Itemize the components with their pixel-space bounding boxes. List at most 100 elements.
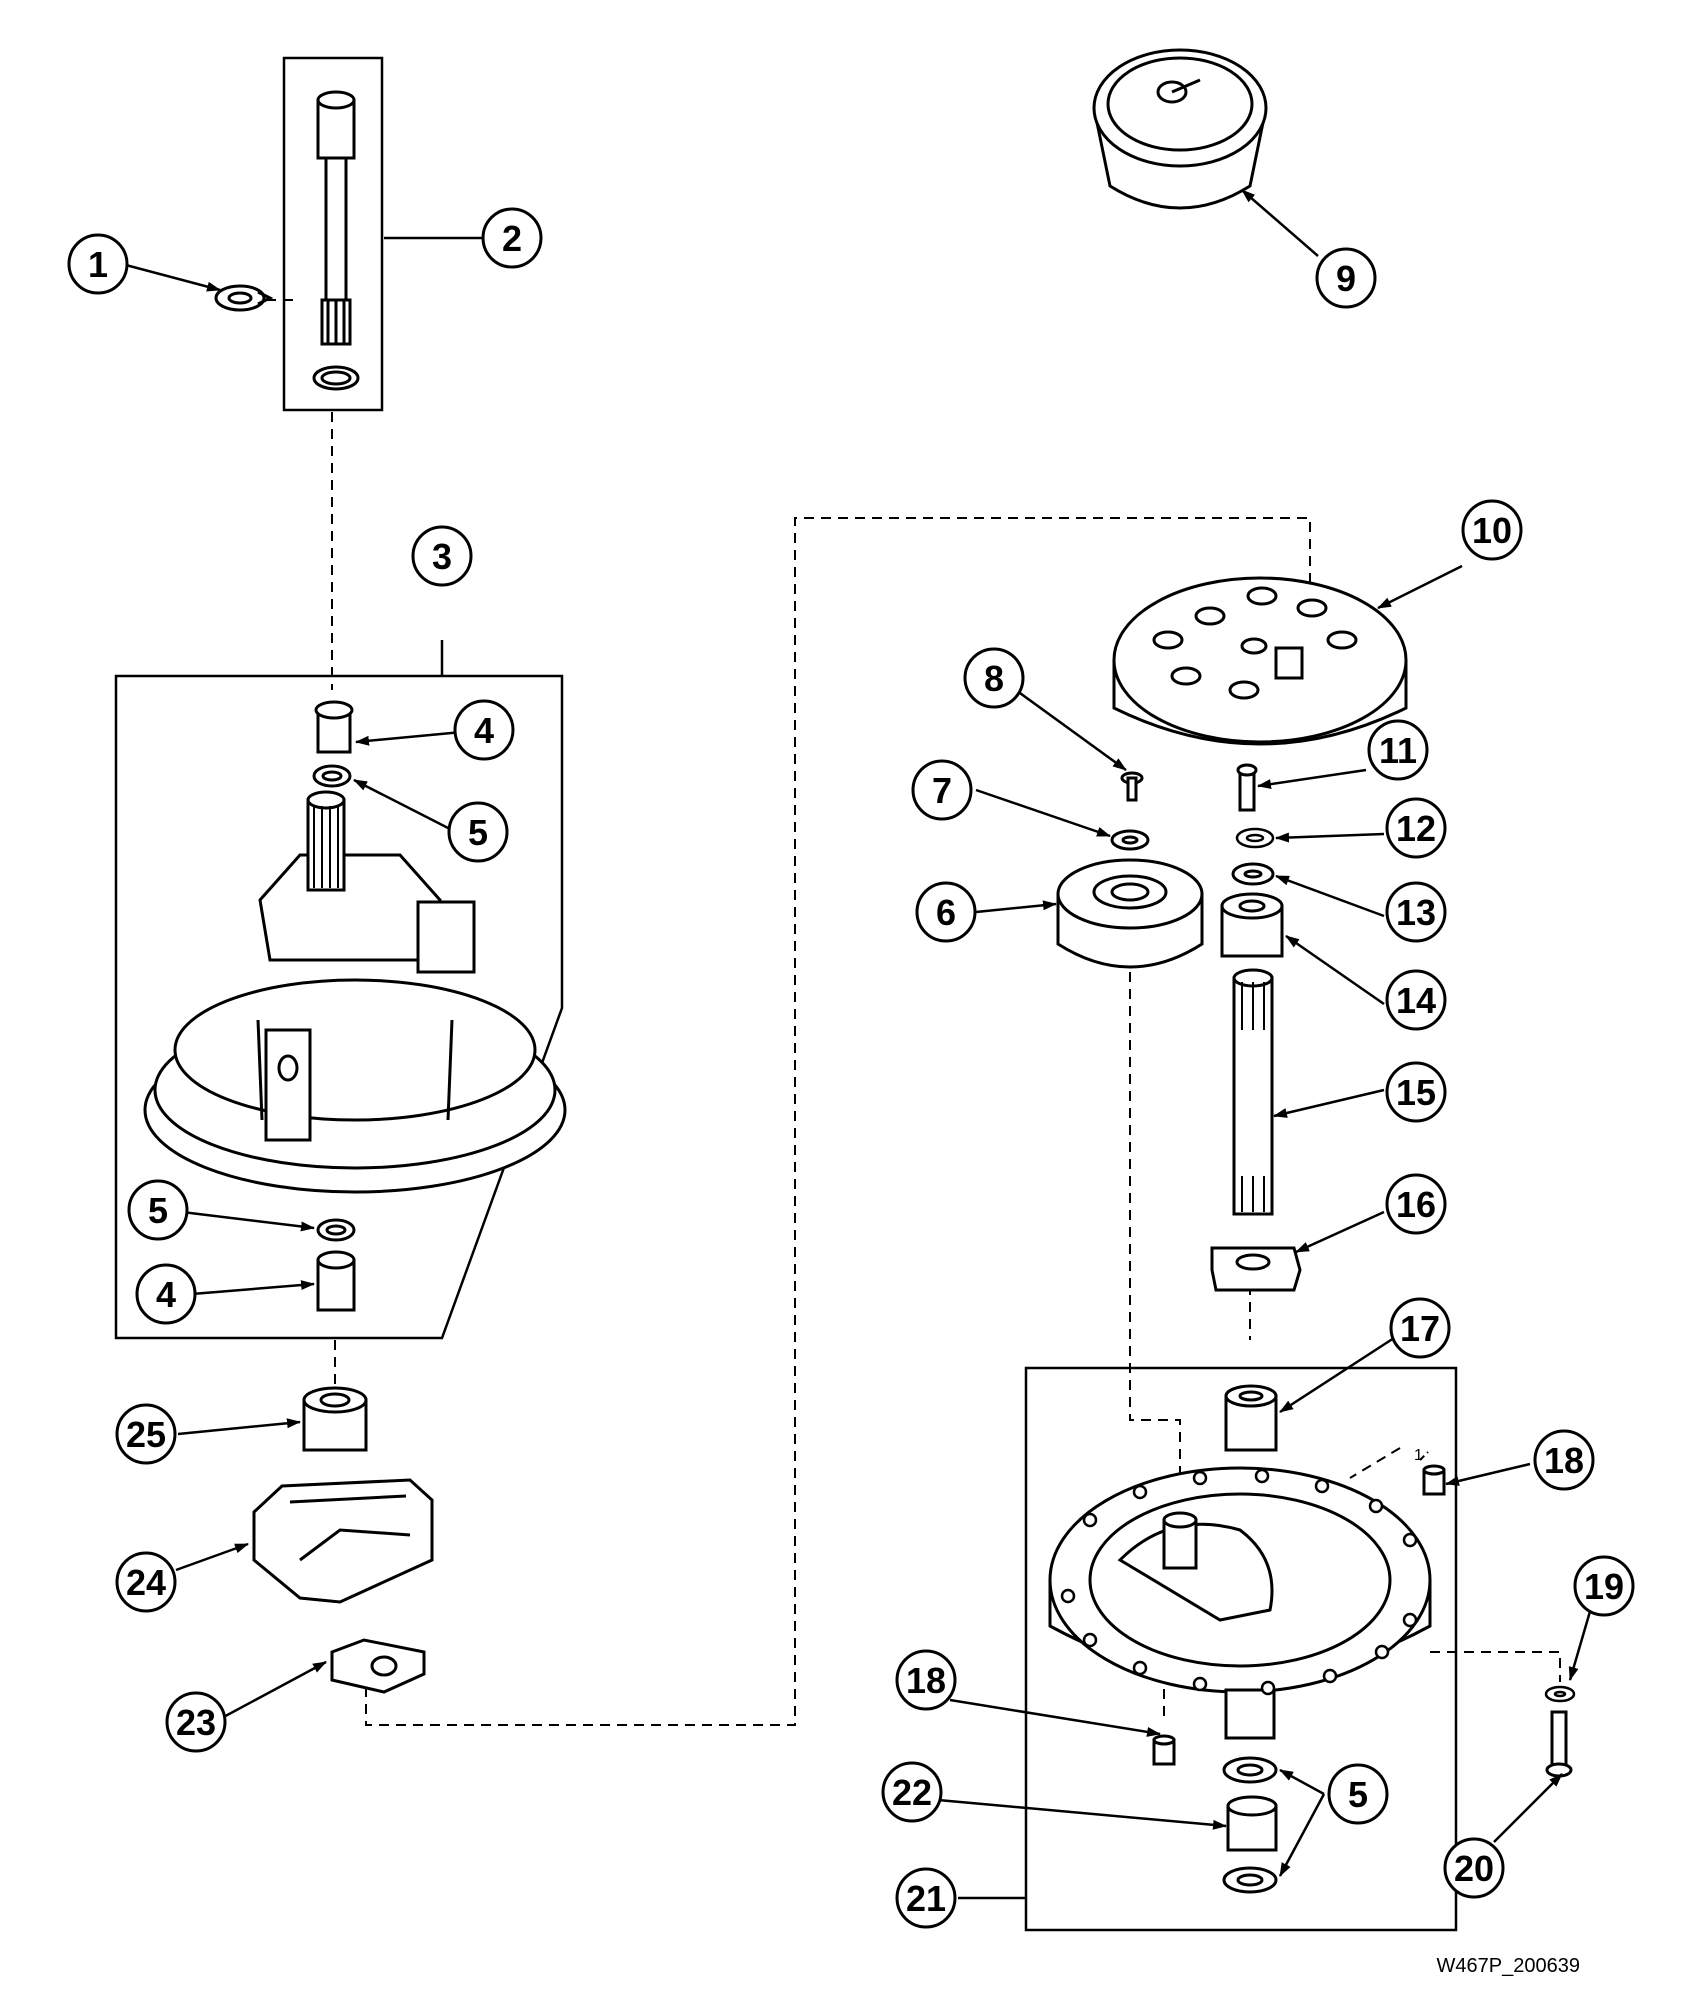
gearcase-part-3 bbox=[143, 790, 567, 1194]
lockwasher-part-19 bbox=[1544, 1685, 1576, 1703]
box-part-21 bbox=[1024, 1366, 1458, 1932]
svg-text:5: 5 bbox=[148, 1190, 168, 1231]
callout-5-base: 5 bbox=[1327, 1763, 1389, 1825]
svg-text:1: 1 bbox=[88, 244, 108, 285]
svg-text:24: 24 bbox=[126, 1562, 166, 1603]
svg-text:19: 19 bbox=[1584, 1566, 1624, 1607]
drawing-id-label: W467P_200639 bbox=[1436, 1955, 1580, 1977]
callout-1: 1 bbox=[67, 233, 129, 295]
bearing-part-5-upper bbox=[312, 764, 352, 788]
callout-5-upper: 5 bbox=[447, 801, 509, 863]
callout-21: 21 bbox=[895, 1867, 957, 1929]
svg-text:8: 8 bbox=[984, 658, 1004, 699]
callout-2: 2 bbox=[481, 207, 543, 269]
callout-10: 10 bbox=[1461, 499, 1523, 561]
callout-9: 9 bbox=[1315, 247, 1377, 309]
callout-11: 11 bbox=[1367, 719, 1429, 781]
filter-part-9 bbox=[1092, 48, 1268, 210]
svg-text:22: 22 bbox=[892, 1772, 932, 1813]
callout-25: 25 bbox=[115, 1403, 177, 1465]
gear-part-6 bbox=[1056, 858, 1204, 969]
svg-text:4: 4 bbox=[156, 1274, 176, 1315]
callout-4-upper: 4 bbox=[453, 699, 515, 761]
hole-marker-leader bbox=[1419, 1451, 1429, 1461]
callout-24: 24 bbox=[115, 1551, 177, 1613]
callout-8: 8 bbox=[963, 647, 1025, 709]
bushing-part-4-lower bbox=[316, 1250, 356, 1312]
assembly-line bbox=[1129, 870, 1181, 1540]
bushing-part-17 bbox=[1224, 1384, 1278, 1452]
svg-text:16: 16 bbox=[1396, 1184, 1436, 1225]
pinion-part-25 bbox=[302, 1386, 368, 1452]
callout-14: 14 bbox=[1385, 969, 1447, 1031]
svg-text:13: 13 bbox=[1396, 892, 1436, 933]
spacer-part-18-left bbox=[1152, 1734, 1176, 1766]
svg-text:10: 10 bbox=[1472, 510, 1512, 551]
callout-12: 12 bbox=[1385, 797, 1447, 859]
svg-text:6: 6 bbox=[936, 892, 956, 933]
callouts: 1 2 3 4 5 5 4 25 24 23 9 10 8 7 11 12 6 … bbox=[67, 207, 1635, 1929]
svg-text:18: 18 bbox=[1544, 1440, 1584, 1481]
callout-7: 7 bbox=[911, 759, 973, 821]
svg-text:20: 20 bbox=[1454, 1848, 1494, 1889]
bushing-part-22 bbox=[1226, 1795, 1278, 1852]
callout-18-left: 18 bbox=[895, 1649, 957, 1711]
svg-text:3: 3 bbox=[432, 536, 452, 577]
pulley-part-10 bbox=[1112, 576, 1408, 746]
leader-arrows bbox=[121, 189, 1600, 1877]
lockwasher-part-12 bbox=[1235, 827, 1275, 849]
svg-text:17: 17 bbox=[1400, 1308, 1440, 1349]
nut-part-23 bbox=[330, 1638, 426, 1694]
svg-text:9: 9 bbox=[1336, 258, 1356, 299]
bearing-part-5-base-lower bbox=[1222, 1866, 1278, 1894]
callout-16: 16 bbox=[1385, 1173, 1447, 1235]
svg-text:25: 25 bbox=[126, 1414, 166, 1455]
svg-text:2: 2 bbox=[502, 218, 522, 259]
washer-part-7 bbox=[1110, 829, 1150, 851]
callout-6: 6 bbox=[915, 881, 977, 943]
bearing-part-5-lower bbox=[316, 1218, 356, 1242]
svg-text:15: 15 bbox=[1396, 1072, 1436, 1113]
svg-text:14: 14 bbox=[1396, 980, 1436, 1021]
svg-text:4: 4 bbox=[474, 710, 494, 751]
shaft-part-2 bbox=[312, 90, 360, 391]
assembly-line bbox=[1349, 1447, 1401, 1479]
hole-marker-label: 1 bbox=[1414, 1447, 1423, 1464]
svg-text:23: 23 bbox=[176, 1702, 216, 1743]
plate-part-16 bbox=[1210, 1246, 1302, 1292]
callout-3: 3 bbox=[411, 525, 473, 587]
clip-part-1 bbox=[214, 284, 274, 312]
shaft-spline-lines bbox=[1241, 982, 1265, 1212]
bushing-part-4-upper bbox=[314, 700, 354, 754]
svg-text:21: 21 bbox=[906, 1878, 946, 1919]
gearcase-spline-lines bbox=[313, 806, 339, 888]
box-part-3 bbox=[114, 674, 564, 1340]
screw-part-20 bbox=[1545, 1710, 1573, 1778]
callout-4-lower: 4 bbox=[135, 1263, 197, 1325]
base-bolt-holes bbox=[1060, 1468, 1418, 1696]
callout-23: 23 bbox=[165, 1691, 227, 1753]
box-part-2 bbox=[282, 56, 384, 412]
washer-part-13 bbox=[1231, 862, 1275, 886]
svg-text:18: 18 bbox=[906, 1660, 946, 1701]
base-part-21 bbox=[1048, 1466, 1432, 1740]
callout-17: 17 bbox=[1389, 1297, 1451, 1359]
svg-text:7: 7 bbox=[932, 770, 952, 811]
svg-text:5: 5 bbox=[468, 812, 488, 853]
screw-part-8 bbox=[1120, 771, 1144, 802]
callout-22: 22 bbox=[881, 1761, 943, 1823]
svg-text:12: 12 bbox=[1396, 808, 1436, 849]
spacer-part-18-right bbox=[1422, 1464, 1446, 1496]
svg-text:5: 5 bbox=[1348, 1774, 1368, 1815]
svg-text:11: 11 bbox=[1379, 730, 1417, 771]
callout-19: 19 bbox=[1573, 1555, 1635, 1617]
bearing-part-5-base-upper bbox=[1222, 1756, 1278, 1784]
callout-20: 20 bbox=[1443, 1837, 1505, 1899]
stud-part-11 bbox=[1236, 763, 1258, 812]
assembly-line bbox=[1430, 1651, 1561, 1682]
pinion-part-14 bbox=[1220, 892, 1284, 958]
callout-15: 15 bbox=[1385, 1061, 1447, 1123]
callout-5-lower: 5 bbox=[127, 1179, 189, 1241]
